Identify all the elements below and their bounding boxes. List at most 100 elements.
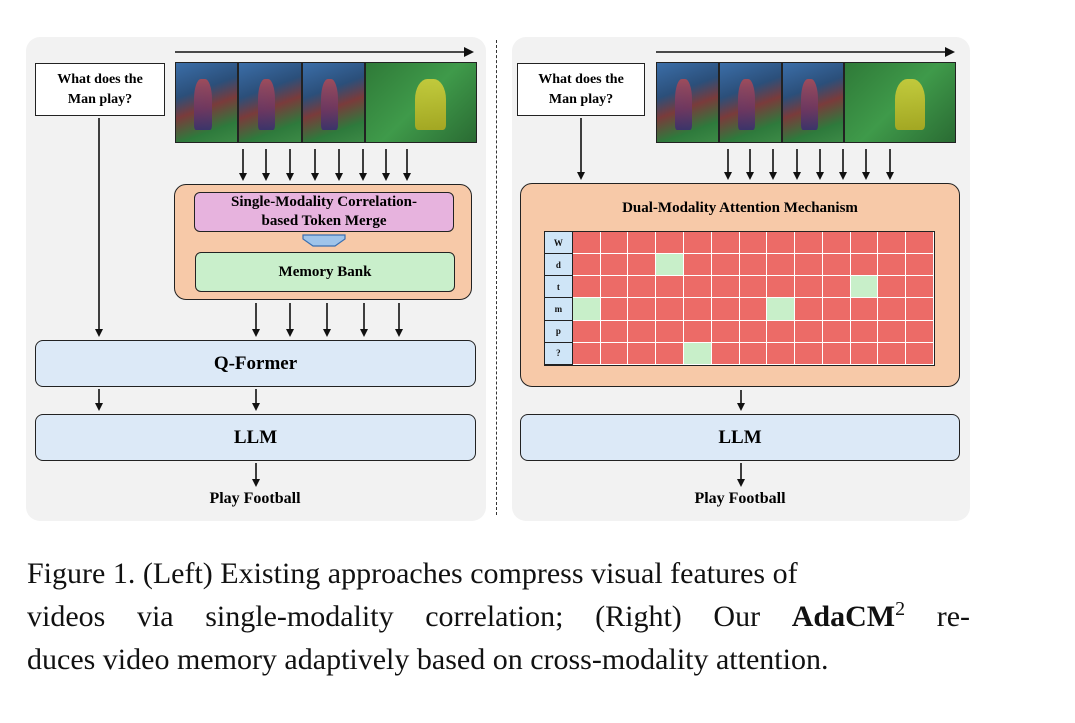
attention-cell	[628, 298, 657, 321]
attention-cell	[683, 254, 712, 277]
memory-bank-box: Memory Bank	[195, 252, 455, 292]
attention-cell	[878, 320, 907, 343]
attention-cell	[906, 254, 934, 277]
video-frame	[657, 63, 718, 142]
attention-cell	[795, 254, 823, 277]
attention-cell	[739, 254, 768, 277]
attention-cell	[767, 342, 796, 365]
attention-cell	[767, 276, 796, 299]
attention-cell	[850, 342, 879, 365]
merge-down-arrow	[302, 234, 346, 247]
attention-cell	[822, 276, 851, 299]
attention-cell	[850, 232, 879, 255]
attention-cell	[795, 298, 823, 321]
left-qformer-box: Q-Former	[35, 340, 476, 387]
attention-cell	[906, 276, 934, 299]
attention-cell	[656, 232, 684, 255]
attention-token-label: t	[545, 276, 573, 299]
attention-cell	[572, 254, 601, 277]
video-frame	[302, 63, 364, 142]
attention-cell	[906, 342, 934, 365]
method-name-sup: 2	[895, 598, 906, 620]
attention-cell-selected	[656, 254, 684, 277]
video-frame	[365, 63, 476, 142]
attention-cell	[656, 342, 684, 365]
attention-cell	[628, 232, 657, 255]
attention-cell	[906, 298, 934, 321]
attention-cell	[656, 276, 684, 299]
right-llm-box: LLM	[520, 414, 960, 461]
left-question-box: What does the Man play?	[35, 63, 165, 116]
attention-cell	[656, 320, 684, 343]
video-frame	[719, 63, 781, 142]
left-video-frames	[175, 62, 477, 143]
attention-cell	[795, 232, 823, 255]
right-video-frames	[656, 62, 956, 143]
attention-cell	[850, 298, 879, 321]
attention-cell-selected	[683, 342, 712, 365]
memory-bank-label: Memory Bank	[278, 263, 372, 280]
caption-line-2: videos via single-modality correlation; …	[27, 595, 970, 638]
attention-cell-selected	[572, 298, 601, 321]
attention-cell	[683, 232, 712, 255]
left-llm-label: LLM	[233, 426, 278, 448]
attention-token-label: m	[545, 298, 573, 321]
attention-cell	[906, 232, 934, 255]
attention-cell-selected	[767, 298, 796, 321]
attention-cell-selected	[850, 276, 879, 299]
attention-cell	[600, 276, 629, 299]
attention-cell	[850, 320, 879, 343]
attention-cell	[822, 298, 851, 321]
attention-token-label: ?	[545, 342, 573, 365]
caption-line-2-end: re-	[905, 600, 970, 633]
method-name: AdaCM	[791, 600, 896, 633]
right-question-box: What does the Man play?	[517, 63, 645, 116]
token-merge-box: Single-Modality Correlation-based Token …	[194, 192, 454, 232]
attention-cell	[878, 232, 907, 255]
attention-cell	[795, 320, 823, 343]
attention-cell	[683, 298, 712, 321]
attention-cell	[628, 342, 657, 365]
video-frame	[239, 63, 301, 142]
attention-cell	[878, 298, 907, 321]
attention-cell	[878, 276, 907, 299]
caption-line-1: Figure 1. (Left) Existing approaches com…	[27, 557, 798, 590]
attention-cell	[822, 254, 851, 277]
attention-cell	[711, 320, 740, 343]
attention-cell	[572, 342, 601, 365]
left-question-text: What does the Man play?	[57, 71, 143, 107]
left-output-text: Play Football	[209, 490, 301, 507]
attention-cell	[628, 276, 657, 299]
attention-cell	[739, 232, 768, 255]
attention-token-label: d	[545, 254, 573, 277]
attention-token-label: W	[545, 232, 573, 255]
right-llm-label: LLM	[718, 426, 762, 448]
attention-cell	[711, 298, 740, 321]
attention-cell	[878, 342, 907, 365]
attention-cell	[683, 320, 712, 343]
panel-divider	[496, 40, 497, 515]
attention-cell	[711, 342, 740, 365]
attention-cell	[572, 320, 601, 343]
attention-cell	[822, 342, 851, 365]
caption-line-2-start: videos via single-modality correlation; …	[27, 600, 792, 633]
attention-cell	[878, 254, 907, 277]
qformer-label: Q-Former	[213, 352, 298, 374]
attention-cell	[795, 342, 823, 365]
attention-cell	[711, 254, 740, 277]
attention-cell	[739, 342, 768, 365]
dual-attention-label: Dual-Modality Attention Mechanism	[622, 200, 858, 216]
attention-cell	[600, 298, 629, 321]
token-merge-label: Single-Modality Correlation-based Token …	[231, 194, 417, 229]
attention-cell	[767, 254, 796, 277]
attention-cell	[600, 254, 629, 277]
attention-token-label: p	[545, 320, 573, 343]
video-frame	[845, 63, 955, 142]
attention-cell	[600, 320, 629, 343]
attention-cell	[767, 320, 796, 343]
attention-cell	[600, 342, 629, 365]
attention-cell	[822, 232, 851, 255]
attention-cell	[600, 232, 629, 255]
